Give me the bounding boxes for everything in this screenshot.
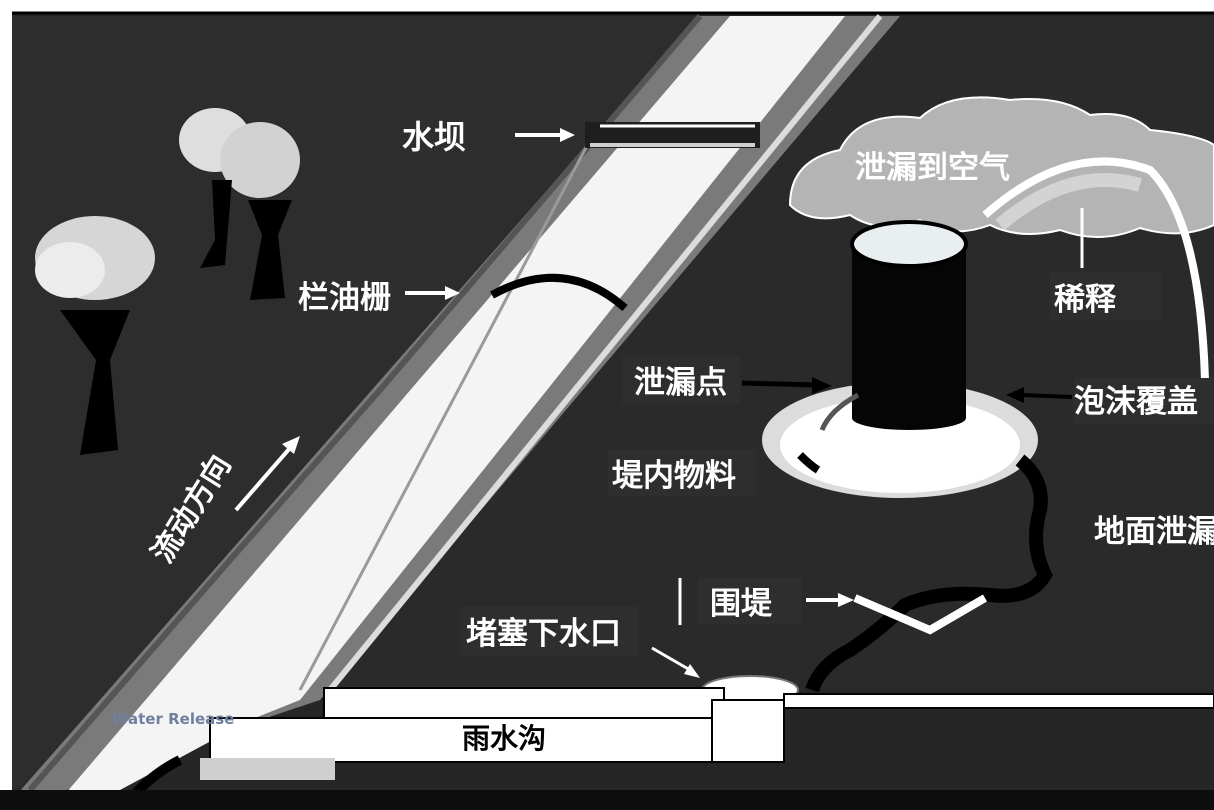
dilution-label: 稀释 xyxy=(1054,282,1117,318)
leak-to-air-label: 泄漏到空气 xyxy=(855,150,1010,186)
arrow-icon xyxy=(515,128,575,142)
arrow-icon xyxy=(405,286,460,300)
dam-label: 水坝 xyxy=(402,118,466,156)
dike-material-label: 堤内物料 xyxy=(612,458,736,494)
storm-drain-pipe xyxy=(126,687,1214,804)
dike-barrier xyxy=(853,594,988,635)
arrow-icon xyxy=(651,646,700,678)
plug-drain-label: 堵塞下水口 xyxy=(466,616,621,652)
top-border xyxy=(0,0,1214,12)
oil-boom-label: 栏油栅 xyxy=(298,280,391,316)
leak-stream xyxy=(819,392,860,432)
arrow-icon xyxy=(741,377,832,394)
arrow-icon xyxy=(1006,387,1073,403)
dam xyxy=(585,122,760,148)
dike-label: 围堤 xyxy=(710,586,773,622)
water-release-label: Water Release xyxy=(112,710,234,728)
tree-icon xyxy=(179,108,300,300)
river-water xyxy=(60,16,845,800)
arrow-icon xyxy=(234,436,300,512)
dilution-plume xyxy=(982,157,1209,381)
ground-leak-stream xyxy=(805,454,1053,693)
storage-tank xyxy=(850,220,968,430)
left-bank xyxy=(12,16,700,790)
foam-cover-label: 泡沫覆盖 xyxy=(1074,384,1198,420)
oil-boom xyxy=(490,273,628,311)
river-edge-right xyxy=(327,14,883,692)
bottom-strip xyxy=(0,790,1214,810)
storm-drain-label: 雨水沟 xyxy=(462,722,546,755)
tree-icon xyxy=(35,216,155,455)
arrow-icon xyxy=(806,593,854,607)
leak-point-label: 泄漏点 xyxy=(634,365,727,401)
left-border xyxy=(0,0,12,810)
ground-leak-label: 地面泄漏 xyxy=(1094,514,1214,550)
river-edge-left xyxy=(27,14,703,792)
